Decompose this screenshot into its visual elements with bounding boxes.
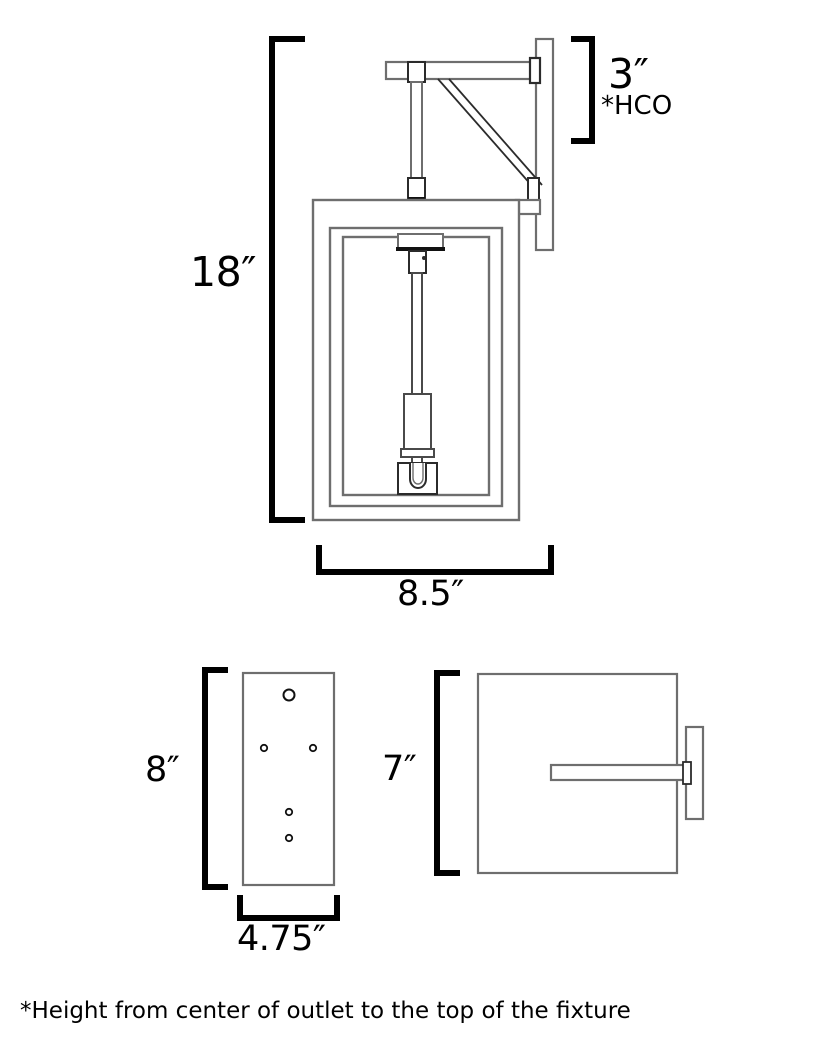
dimension-label-backplate-width: 4.75″	[237, 919, 326, 959]
dimension-label-height: 18″	[190, 248, 257, 296]
dimension-label-backplate-height: 8″	[145, 750, 180, 790]
dimension-bracket-hco	[571, 36, 595, 144]
dimension-bracket-height	[269, 36, 305, 523]
footnote-text: *Height from center of outlet to the top…	[20, 998, 631, 1024]
backplate-view	[202, 667, 340, 921]
dimension-bracket-backplate-height	[202, 667, 228, 890]
top-plan-view	[434, 670, 705, 876]
diagonal-brace	[437, 78, 543, 207]
dimension-label-depth: 7″	[382, 749, 417, 789]
wall-plate	[534, 37, 555, 252]
socket-assembly	[396, 233, 445, 495]
dimension-bracket-depth	[434, 670, 460, 876]
vertical-stem	[407, 61, 426, 201]
dimension-label-width: 8.5″	[397, 574, 464, 614]
side-elevation-view	[269, 36, 595, 575]
dimension-bracket-backplate-width	[237, 895, 340, 921]
dimension-bracket-width	[316, 545, 554, 575]
dimension-label-hco-note: *HCO	[601, 91, 673, 121]
dimension-label-hco-height: 3″	[608, 50, 649, 98]
